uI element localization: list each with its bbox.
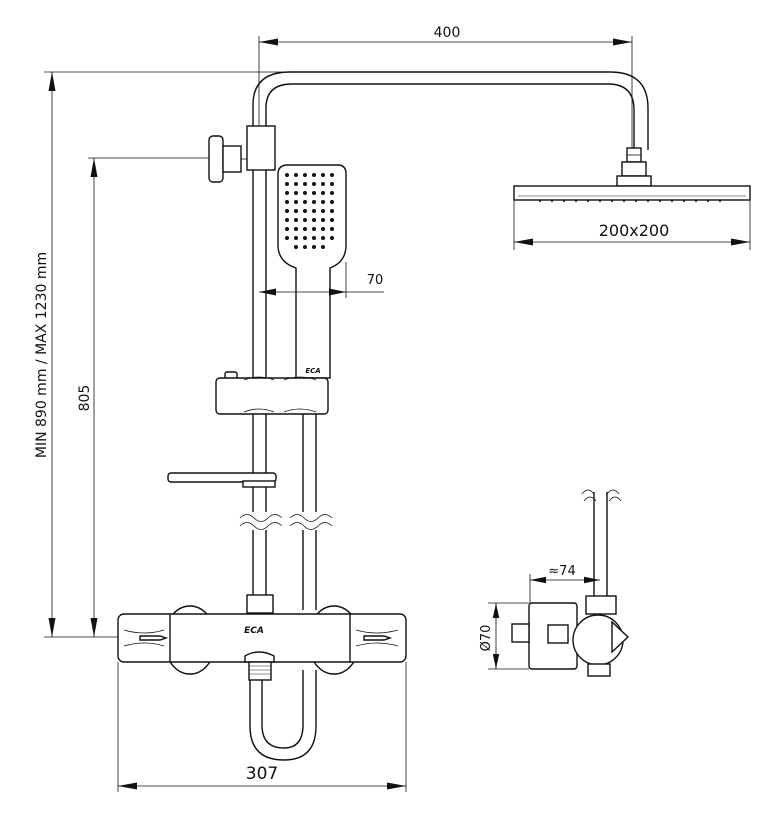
soap-shelf: [167, 472, 277, 488]
dim-label-307: 307: [246, 764, 278, 784]
dimension-height-range: MIN 890 mm / MAX 1230 mm: [34, 71, 300, 638]
dim-label-70: 70: [367, 273, 384, 288]
shower-arm: [252, 71, 649, 150]
dim-label-805: 805: [77, 385, 93, 412]
hand-shower-nozzles: [285, 173, 334, 249]
dim-label-74: ≈74: [548, 564, 575, 579]
riser-pipe: [239, 170, 283, 595]
dim-label-200x200: 200x200: [599, 221, 670, 240]
dim-label-d70: Ø70: [479, 625, 494, 652]
side-view: ≈74 Ø70: [479, 489, 630, 677]
hand-shower-holder: [215, 371, 329, 415]
dimension-805: 805: [77, 157, 209, 637]
hand-shower-logo: ECA: [305, 367, 320, 375]
dim-label-height-range: MIN 890 mm / MAX 1230 mm: [34, 252, 50, 458]
dimension-307: 307: [117, 662, 407, 792]
hand-shower: ECA 70: [259, 164, 384, 379]
thermostatic-mixer: ECA: [117, 594, 407, 681]
overhead-shower-head: 200x200: [513, 147, 751, 250]
mixer-logo: ECA: [244, 626, 264, 636]
wall-bracket-upper: [208, 125, 276, 183]
dimension-400: 400: [258, 25, 633, 150]
shower-hose: [249, 414, 333, 761]
dim-label-400: 400: [434, 25, 461, 41]
nozzle-row: [539, 200, 721, 202]
